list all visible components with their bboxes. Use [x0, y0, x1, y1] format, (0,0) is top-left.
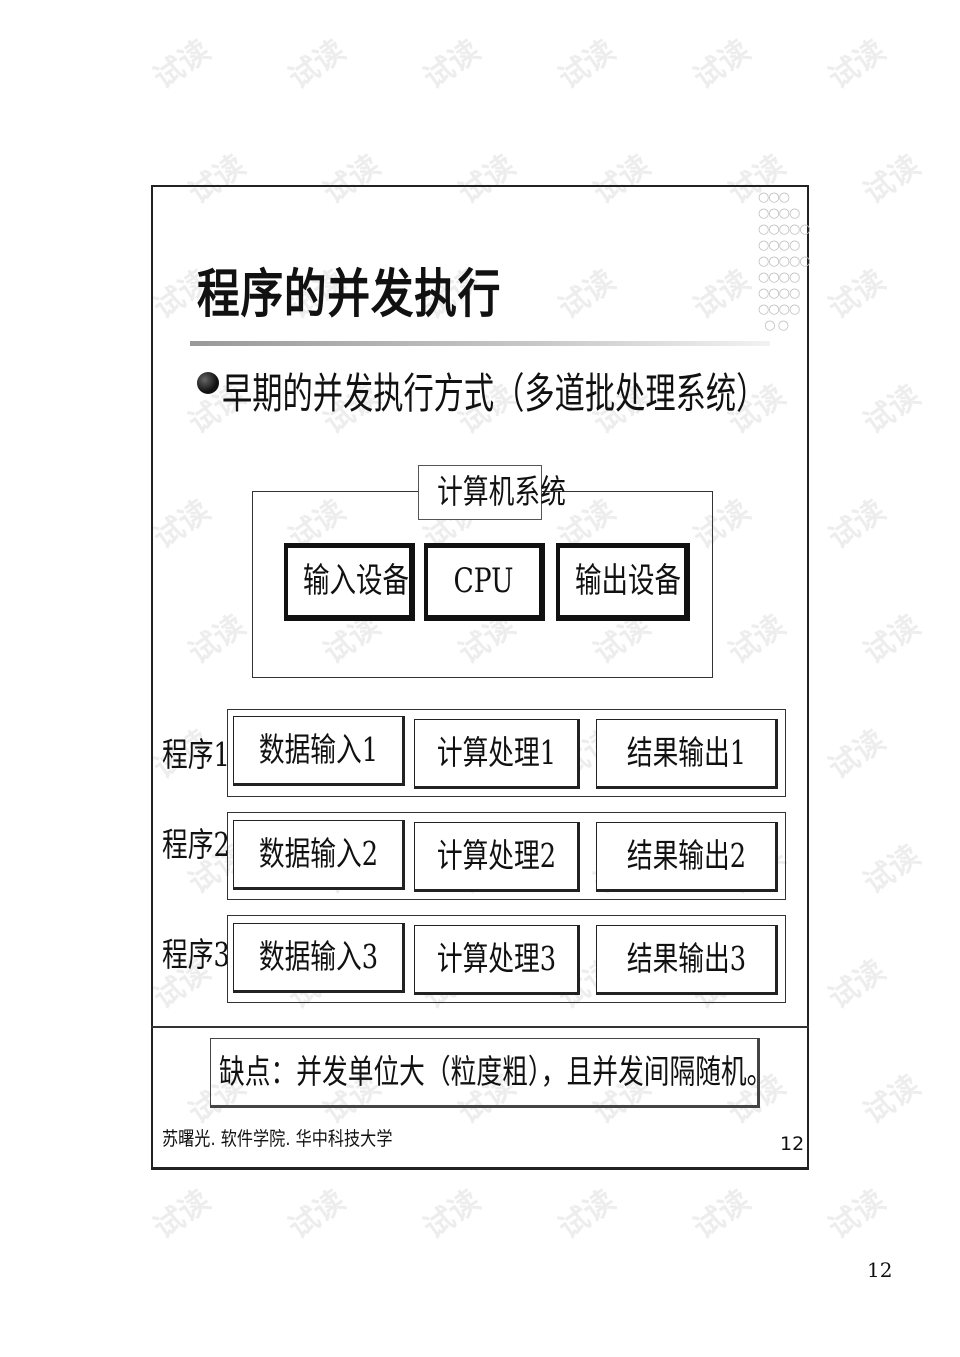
program-2-step-input: 数据输入2: [233, 820, 405, 890]
program-2-step-compute: 计算处理2: [414, 822, 580, 892]
device-cpu: CPU: [424, 543, 545, 621]
device-output: 输出设备: [556, 543, 690, 621]
watermark-text: 试读: [822, 33, 892, 97]
program-row-3: [227, 915, 786, 1003]
watermark-text: 试读: [822, 1183, 892, 1247]
watermark-text: 试读: [282, 33, 352, 97]
slide-footer-author: 苏曙光. 软件学院. 华中科技大学: [162, 1128, 393, 1150]
watermark-text: 试读: [822, 723, 892, 787]
watermark-text: 试读: [857, 148, 927, 212]
program-3-step-input: 数据输入3: [233, 923, 405, 993]
watermark-text: 试读: [687, 33, 757, 97]
slide-title: 程序的并发执行: [197, 265, 502, 325]
drawback-note: 缺点：并发单位大（粒度粗），且并发间隔随机。: [210, 1038, 772, 1108]
slide-frame: [151, 185, 809, 1170]
watermark-text: 试读: [417, 1183, 487, 1247]
watermark-text: 试读: [687, 1183, 757, 1247]
program-2-step-output: 结果输出2: [596, 822, 778, 892]
page-number: 12: [867, 1258, 893, 1282]
program-label-2: 程序2: [162, 825, 230, 864]
watermark-text: 试读: [822, 263, 892, 327]
bullet-icon: [197, 372, 219, 394]
program-1-step-compute: 计算处理1: [414, 719, 580, 789]
program-3-step-compute: 计算处理3: [414, 925, 580, 995]
watermark-text: 试读: [147, 33, 217, 97]
computer-system-label: 计算机系统: [418, 465, 566, 520]
program-label-1: 程序1: [162, 735, 230, 774]
device-input: 输入设备: [284, 543, 415, 621]
slide-number: 12: [780, 1133, 805, 1155]
slide-divider: [151, 1026, 809, 1028]
watermark-text: 试读: [147, 1183, 217, 1247]
program-row-2: [227, 812, 786, 900]
watermark-text: 试读: [282, 1183, 352, 1247]
watermark-text: 试读: [857, 838, 927, 902]
program-row-1: [227, 709, 786, 797]
program-label-3: 程序3: [162, 935, 230, 974]
watermark-text: 试读: [552, 33, 622, 97]
watermark-text: 试读: [417, 33, 487, 97]
title-underline: [190, 341, 770, 346]
program-3-step-output: 结果输出3: [596, 925, 778, 995]
watermark-text: 试读: [857, 608, 927, 672]
watermark-text: 试读: [822, 493, 892, 557]
watermark-text: 试读: [857, 1068, 927, 1132]
decorative-dot-pattern: ○○○ ○○○○ ○○○○○ ○○○○ ○○○○○ ○○○○ ○○○○ ○○○○…: [758, 190, 811, 333]
watermark-text: 试读: [822, 953, 892, 1017]
watermark-text: 试读: [857, 378, 927, 442]
program-1-step-input: 数据输入1: [233, 716, 405, 786]
slide-subtitle: 早期的并发执行方式（多道批处理系统）: [222, 369, 767, 418]
program-1-step-output: 结果输出1: [596, 719, 778, 789]
watermark-text: 试读: [552, 1183, 622, 1247]
